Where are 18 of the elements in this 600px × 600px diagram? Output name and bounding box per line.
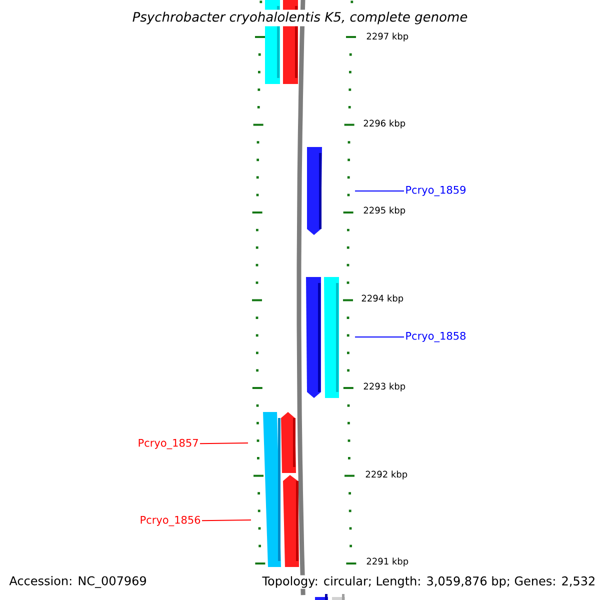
leader-line: [354, 336, 404, 338]
scale-label: 2292 kbp: [364, 470, 409, 480]
gene-label: Pcryo_1858: [406, 332, 466, 342]
scale-label: 2294 kbp: [360, 294, 405, 304]
scale-label: 2291 kbp: [365, 556, 410, 568]
scale-label: 2293 kbp: [362, 382, 407, 392]
leader-line: [200, 442, 248, 444]
gene-label: Pcryo_1857: [138, 438, 198, 450]
info-text: Accession: NC_007969: [8, 575, 148, 589]
title: Psychrobacter cryohalolentis K5, complete genome: [130, 10, 470, 26]
gene-label: Pcryo_1856: [140, 516, 200, 526]
gene-label: Pcryo_1859: [406, 186, 466, 196]
scale-label: 2297 kbp: [365, 32, 410, 42]
scale-label: 2295 kbp: [362, 206, 407, 216]
leader-line: [354, 190, 404, 192]
info-text: Topology: circular; Length: 3,059,876 bp; Genes: 2,532: [261, 575, 597, 589]
scale-label: 2296 kbp: [362, 118, 407, 130]
leader-line: [202, 520, 252, 522]
